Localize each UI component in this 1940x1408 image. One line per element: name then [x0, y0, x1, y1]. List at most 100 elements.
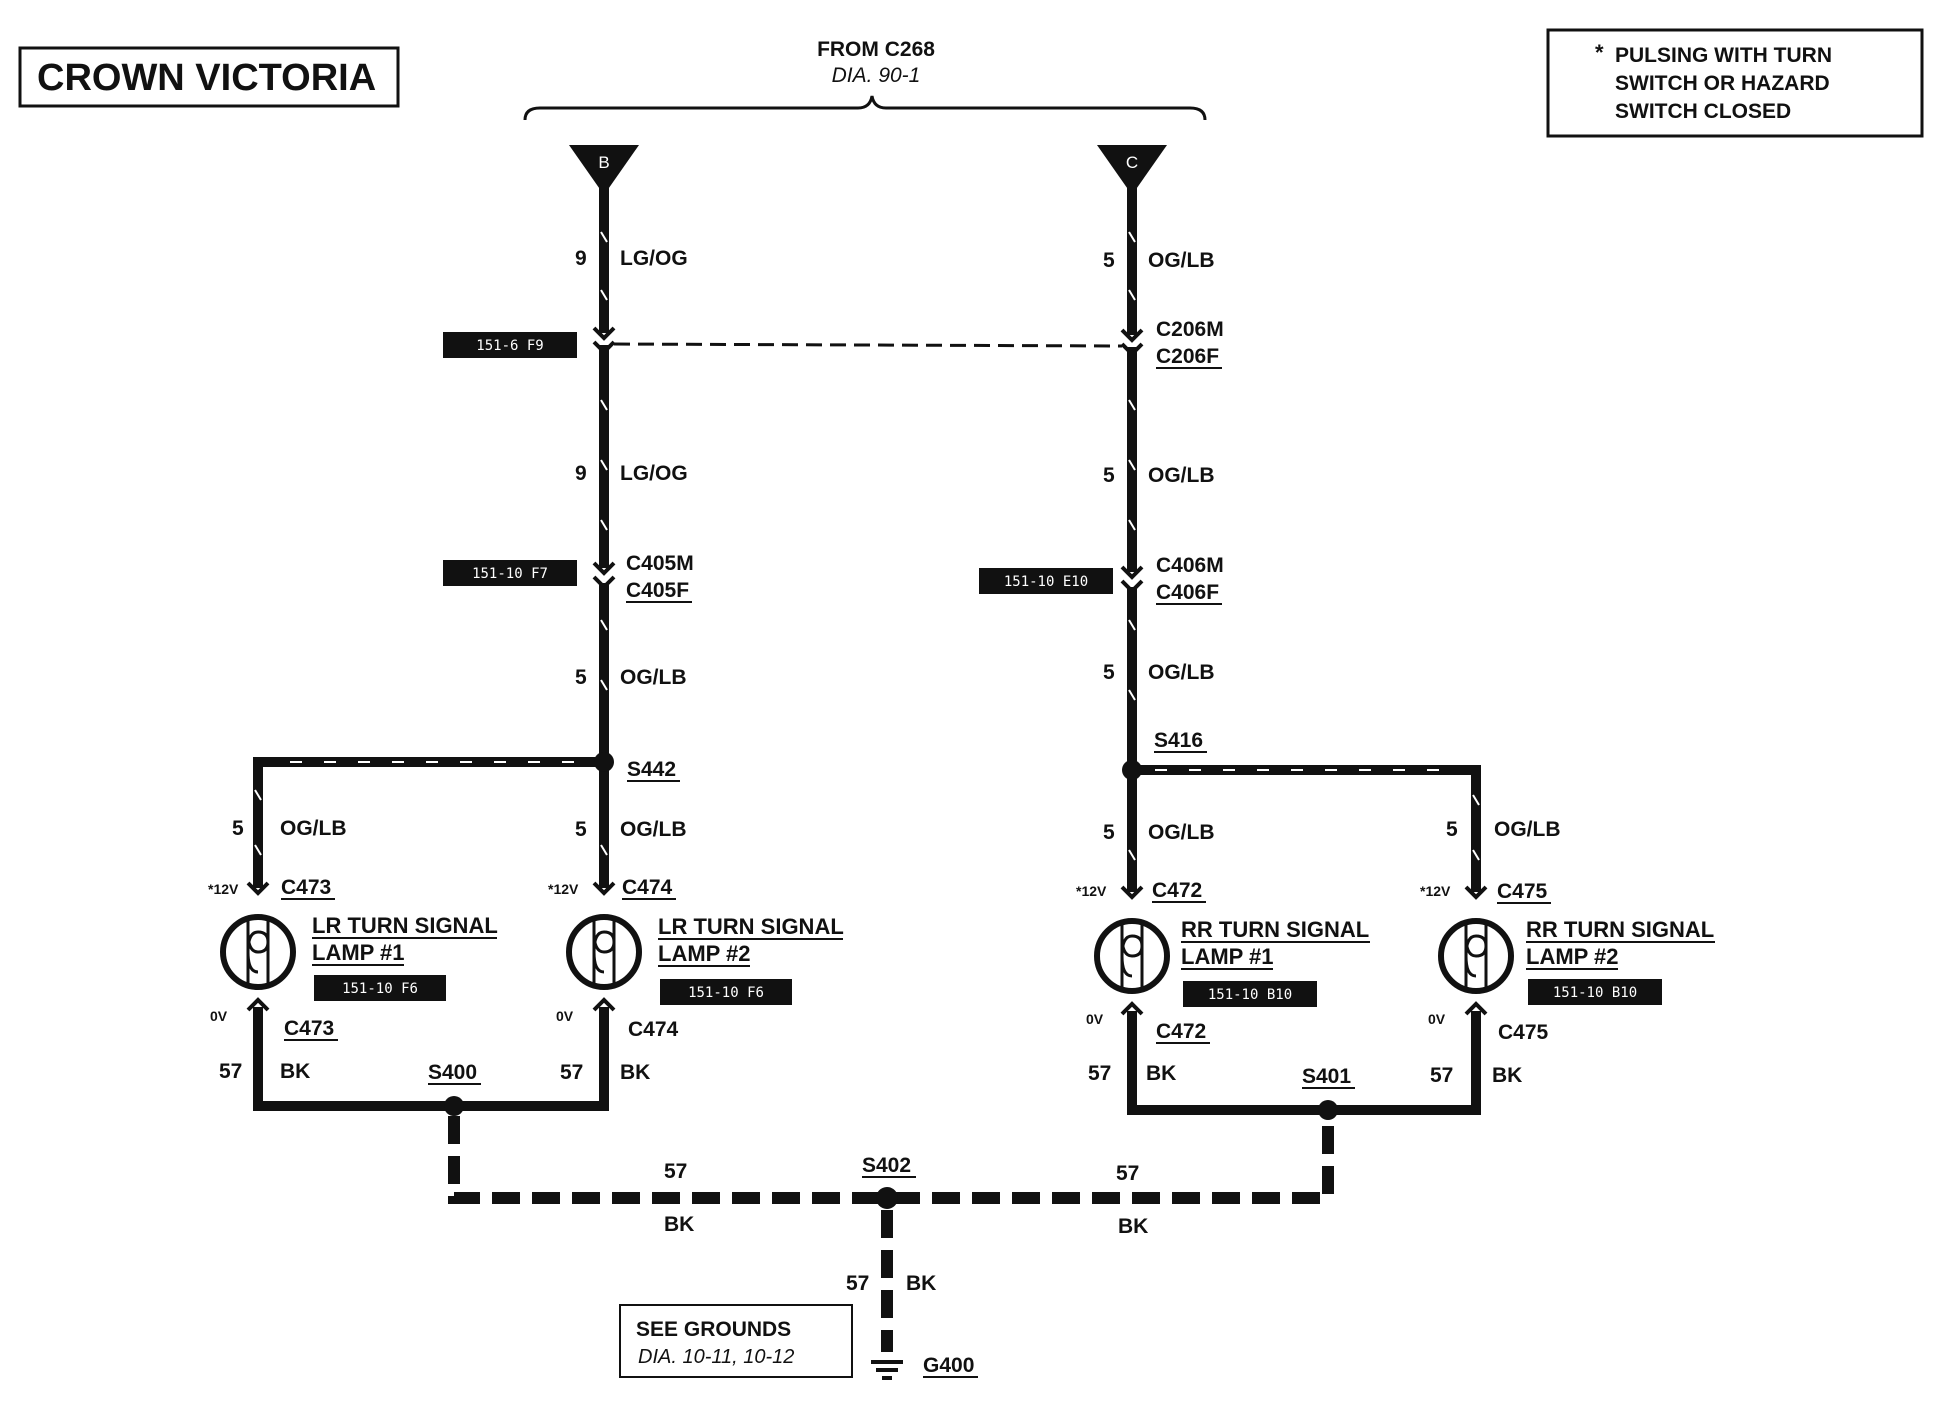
see-grounds-box: [619, 1304, 853, 1378]
wire-right-gauge-1: 5: [1103, 249, 1115, 272]
splice-s400-label: S400: [428, 1061, 477, 1084]
vehicle-title-box: [18, 46, 400, 108]
wire-ground-bus: [448, 1116, 1334, 1204]
locator-lr2: 151-10 F6: [688, 985, 764, 1001]
lamp-rr2-symbol: [1438, 918, 1514, 994]
connector-c405f-label: C405F: [626, 579, 689, 602]
wire-lr1-ground-gauge: 57: [219, 1060, 242, 1083]
note-line-1: PULSING WITH TURN: [1615, 44, 1832, 67]
connector-c474-bottom-label: C474: [628, 1018, 679, 1041]
splice-s400-dot: [444, 1096, 464, 1116]
connector-c206-left-symbol: [592, 326, 616, 355]
connector-c206-right-symbol: [1120, 328, 1144, 357]
locator-c405: 151-10 F7: [472, 566, 548, 582]
locator-c406: 151-10 E10: [1004, 574, 1088, 590]
wire-lr2-ground-gauge: 57: [560, 1061, 583, 1084]
note-star: *: [1595, 40, 1604, 65]
connector-c474-bottom-symbol: [592, 997, 616, 1012]
splice-s401-label: S401: [1302, 1065, 1351, 1088]
wire-lr2-ground-color: BK: [620, 1061, 650, 1084]
connector-c405m-label: C405M: [626, 552, 694, 575]
splice-s442-dot: [594, 752, 614, 772]
lamp-lr2-symbol: [566, 914, 642, 990]
see-grounds-title: SEE GROUNDS: [636, 1318, 791, 1341]
lamp-rr2-name-1: RR TURN SIGNAL: [1526, 917, 1714, 942]
voltage-lr2-0v: 0V: [556, 1008, 574, 1024]
wire-right-gauge-3: 5: [1103, 661, 1115, 684]
wire-lr1-ground-color: BK: [280, 1060, 310, 1083]
terminal-b-triangle: [569, 145, 639, 195]
lamp-lr1-symbol: [220, 914, 296, 990]
connector-c473-top-label: C473: [281, 876, 331, 899]
voltage-lr1-12v: *12V: [208, 881, 239, 897]
connector-c206m-label: C206M: [1156, 318, 1224, 341]
c206-shared-dashed-line: [613, 342, 1123, 348]
connector-c475-top-symbol: [1464, 885, 1488, 900]
wire-rr1-ground-color: BK: [1146, 1062, 1176, 1085]
locator-lr2-box: [660, 979, 792, 1005]
wire-left-feed: [599, 185, 609, 767]
voltage-lr2-12v: *12V: [548, 881, 579, 897]
wire-rr2-ground-gauge: 57: [1430, 1064, 1453, 1087]
voltage-rr2-0v: 0V: [1428, 1011, 1446, 1027]
ground-g400-label: G400: [923, 1354, 974, 1377]
wire-right-color-2: OG/LB: [1148, 464, 1215, 487]
wire-left-color-1: LG/OG: [620, 247, 688, 270]
source-dia: DIA. 90-1: [832, 64, 921, 87]
wire-branch-right: [1127, 765, 1481, 892]
wire-lr1-color: OG/LB: [280, 817, 347, 840]
splice-s442-label: S442: [627, 758, 676, 781]
wire-right-gauge-2: 5: [1103, 464, 1115, 487]
wire-drop-gauge: 57: [846, 1272, 869, 1295]
wire-left-gauge-1: 9: [575, 247, 587, 270]
note-box: [1546, 28, 1924, 138]
splice-s402-label: S402: [862, 1154, 911, 1177]
terminal-c-triangle: [1097, 145, 1167, 195]
wire-rr2-color: OG/LB: [1494, 818, 1561, 841]
wire-rr2-ground-color: BK: [1492, 1064, 1522, 1087]
wire-drop-color: BK: [906, 1272, 936, 1295]
wire-left-color-2: LG/OG: [620, 462, 688, 485]
connector-c475-top-label: C475: [1497, 880, 1548, 903]
splice-s416-dot: [1122, 760, 1142, 780]
wire-rr1-ground-gauge: 57: [1088, 1062, 1111, 1085]
connector-c474-top-label: C474: [622, 876, 673, 899]
wire-right-feed: [1127, 185, 1137, 775]
wire-branch-left: [253, 757, 609, 888]
locator-c206-box: [443, 332, 577, 358]
connector-c405-symbol: [592, 561, 616, 590]
lamp-lr2-name-1: LR TURN SIGNAL: [658, 914, 844, 939]
lamp-lr1-name-2: LAMP #1: [312, 940, 405, 965]
lamp-lr1-name-1: LR TURN SIGNAL: [312, 913, 498, 938]
note-line-3: SWITCH CLOSED: [1615, 100, 1791, 123]
connector-c406f-label: C406F: [1156, 581, 1219, 604]
connector-c472-bottom-symbol: [1120, 1001, 1144, 1016]
vehicle-title: CROWN VICTORIA: [37, 57, 376, 99]
see-grounds-dia: DIA. 10-11, 10-12: [638, 1346, 794, 1368]
lamp-rr1-name-2: LAMP #1: [1181, 944, 1274, 969]
voltage-rr2-12v: *12V: [1420, 883, 1451, 899]
source-brace: [523, 95, 1207, 121]
locator-lr1: 151-10 F6: [342, 981, 418, 997]
wire-left-gauge-2: 9: [575, 462, 587, 485]
terminal-b-label: B: [598, 153, 609, 172]
voltage-lr1-0v: 0V: [210, 1008, 228, 1024]
locator-c405-box: [443, 560, 577, 586]
wire-bus-left-gauge: 57: [664, 1160, 687, 1183]
connector-c206f-label: C206F: [1156, 345, 1219, 368]
lamp-rr1-name-1: RR TURN SIGNAL: [1181, 917, 1369, 942]
voltage-rr1-12v: *12V: [1076, 883, 1107, 899]
connector-c472-top-label: C472: [1152, 879, 1202, 902]
wire-lr1-gauge: 5: [232, 817, 244, 840]
terminal-c-label: C: [1126, 153, 1138, 172]
ground-symbol-icon: [871, 1360, 903, 1380]
connector-c472-bottom-label: C472: [1156, 1020, 1206, 1043]
lamp-lr2-name-2: LAMP #2: [658, 941, 751, 966]
wire-rr1-gauge: 5: [1103, 821, 1115, 844]
wire-left-gauge-3: 5: [575, 666, 587, 689]
connector-c406m-label: C406M: [1156, 554, 1224, 577]
note-line-2: SWITCH OR HAZARD: [1615, 72, 1830, 95]
connector-c473-bottom-symbol: [246, 997, 270, 1012]
lamp-rr1-symbol: [1094, 918, 1170, 994]
